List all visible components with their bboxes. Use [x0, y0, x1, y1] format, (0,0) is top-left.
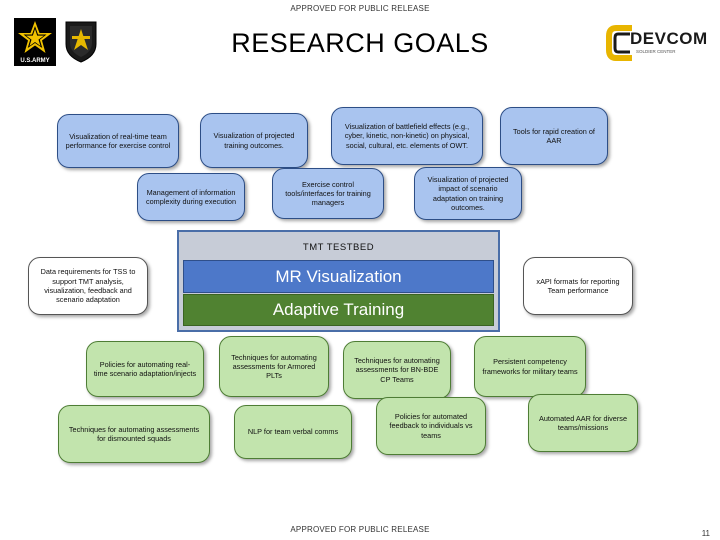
goal-rapid-aar-tools: Tools for rapid creation of AAR: [500, 107, 608, 165]
goal-information-complexity: Management of information complexity dur…: [137, 173, 245, 221]
goal-techniques-bn-bde: Techniques for automating assessments fo…: [343, 341, 451, 399]
army-logo-text: U.S.ARMY: [20, 58, 50, 64]
goal-policies-realtime-adaptation: Policies for automating real-time scenar…: [86, 341, 204, 397]
goal-exercise-control-tools: Exercise control tools/interfaces for tr…: [272, 168, 384, 219]
army-star-icon: [18, 21, 52, 53]
page-number: 11: [701, 529, 710, 538]
tmt-testbed: TMT TESTBED MR Visualization Adaptive Tr…: [177, 230, 500, 332]
goal-automated-aar: Automated AAR for diverse teams/missions: [528, 394, 638, 452]
testbed-label: TMT TESTBED: [302, 242, 375, 253]
top-banner: APPROVED FOR PUBLIC RELEASE: [290, 4, 430, 13]
goal-data-requirements: Data requirements for TSS to support TMT…: [28, 257, 148, 315]
goal-projected-impact-visualization: Visualization of projected impact of sce…: [414, 167, 522, 220]
devcom-logo: DEVCOM SOLDIER CENTER: [606, 24, 708, 64]
goal-realtime-team-visualization: Visualization of real-time team performa…: [57, 114, 179, 168]
us-army-logo: U.S.ARMY: [14, 18, 56, 66]
devcom-c-icon: [606, 25, 632, 61]
page-title: RESEARCH GOALS: [231, 28, 489, 58]
devcom-subtext: SOLDIER CENTER: [636, 49, 676, 54]
devcom-logo-text: DEVCOM: [630, 29, 708, 48]
goal-projected-training-visualization: Visualization of projected training outc…: [200, 113, 308, 168]
shield-icon: [65, 21, 97, 63]
bottom-banner: APPROVED FOR PUBLIC RELEASE: [290, 525, 430, 534]
goal-nlp-verbal-comms: NLP for team verbal comms: [234, 405, 352, 459]
goal-techniques-armored-plts: Techniques for automating assessments fo…: [219, 336, 329, 397]
mr-visualization-bar: MR Visualization: [183, 260, 494, 293]
goal-battlefield-effects-visualization: Visualization of battlefield effects (e.…: [331, 107, 483, 165]
goal-techniques-dismounted-squads: Techniques for automating assessments fo…: [58, 405, 210, 463]
goal-persistent-competency: Persistent competency frameworks for mil…: [474, 336, 586, 397]
goal-policies-automated-feedback: Policies for automated feedback to indiv…: [376, 397, 486, 455]
goal-xapi-formats: xAPI formats for reporting Team performa…: [523, 257, 633, 315]
futures-command-logo: [64, 20, 98, 64]
adaptive-training-bar: Adaptive Training: [183, 294, 494, 326]
